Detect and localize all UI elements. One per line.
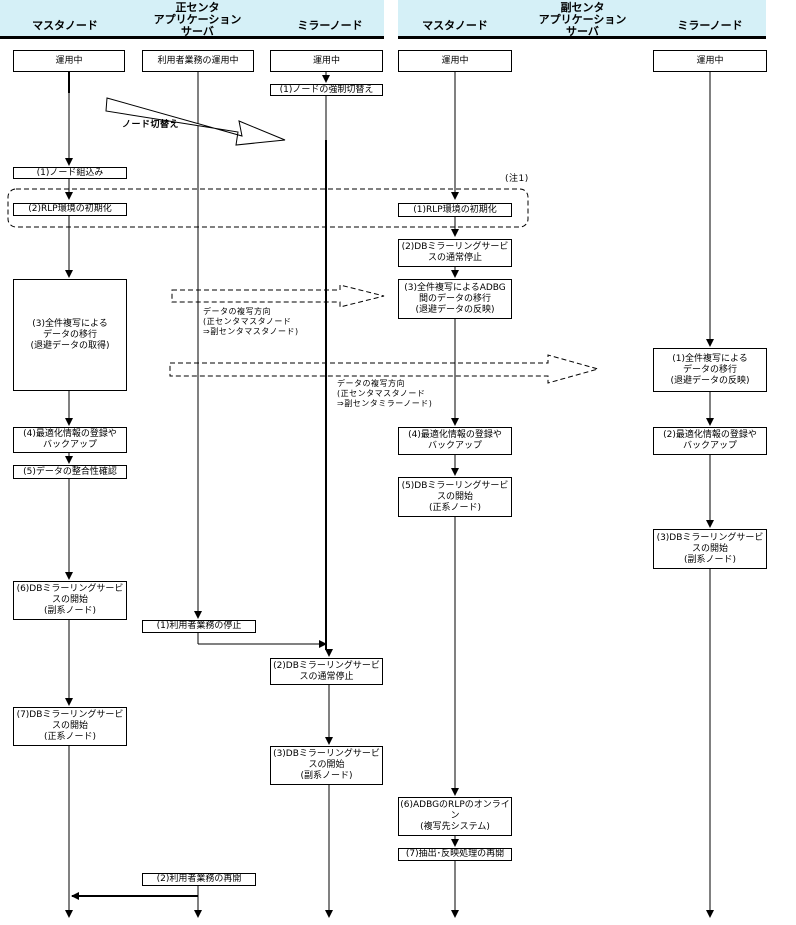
sub-master-extract-resume-box: (7)抽出･反映処理の再開: [398, 848, 512, 861]
main-master-node-add-box: (1)ノード組込み: [13, 167, 127, 179]
main-mirror-running-box: 運用中: [270, 50, 383, 72]
main-app-stop-box: (1)利用者業務の停止: [142, 620, 256, 633]
header-sub-center: 副センタ: [560, 1, 605, 14]
main-app-resume-box: (2)利用者業務の再開: [142, 873, 256, 886]
node-switch-label: ノード切替え: [122, 120, 180, 130]
header-main-app: アプリケーション サーバ: [153, 13, 242, 38]
sub-mirror-optimize-box: (2)最適化情報の登録や バックアップ: [653, 427, 767, 455]
header-main-master: マスタノード: [32, 19, 98, 32]
header-sub-mirror: ミラーノード: [677, 19, 743, 32]
header-rule-main: [0, 36, 384, 39]
sub-master-running-box: 運用中: [398, 50, 512, 72]
header-main-mirror: ミラーノード: [297, 19, 363, 32]
main-master-full-copy-box: (3)全件複写による データの移行 (退避データの取得): [13, 279, 127, 391]
header-sub-master: マスタノード: [422, 19, 488, 32]
sub-mirror-full-copy-box: (1)全件複写による データの移行 (退避データの反映): [653, 348, 767, 392]
sub-master-rlp-init-box: (1)RLP環境の初期化: [398, 203, 512, 217]
header-band-sub: [398, 0, 766, 36]
main-app-business-running-box: 利用者業務の運用中: [142, 50, 254, 72]
main-master-running-box: 運用中: [13, 50, 125, 72]
note-1-label: (注1): [505, 174, 529, 184]
main-mirror-db-stop-box: (2)DBミラーリングサービ スの通常停止: [270, 658, 383, 685]
main-master-consistency-box: (5)データの整合性確認: [13, 465, 127, 479]
main-master-rlp-init-box: (2)RLP環境の初期化: [13, 203, 127, 216]
sub-master-db-start-box: (5)DBミラーリングサービ スの開始 (正系ノード): [398, 477, 512, 517]
copy-direction-label-2: データの複写方向 (正センタマスタノード ⇒副センタミラーノード): [337, 379, 433, 408]
header-band-main: [0, 0, 384, 36]
sub-mirror-db-start-box: (3)DBミラーリングサービ スの開始 (副系ノード): [653, 529, 767, 569]
main-master-optimize-box: (4)最適化情報の登録や バックアップ: [13, 427, 127, 453]
sub-master-adbg-copy-box: (3)全件複写によるADBG 間のデータの移行 (退避データの反映): [398, 279, 512, 319]
header-main-center: 正センタ: [175, 1, 220, 14]
main-mirror-force-switch-box: (1)ノードの強制切替え: [270, 84, 383, 96]
sub-master-optimize-box: (4)最適化情報の登録や バックアップ: [398, 427, 512, 455]
sub-mirror-running-box: 運用中: [653, 50, 767, 72]
main-master-db-start-sub-box: (6)DBミラーリングサービ スの開始 (副系ノード): [13, 581, 127, 620]
main-master-db-start-main-box: (7)DBミラーリングサービ スの開始 (正系ノード): [13, 707, 127, 746]
sub-master-adbg-online-box: (6)ADBGのRLPのオンライ ン (複写先システム): [398, 797, 512, 836]
sub-master-db-stop-box: (2)DBミラーリングサービ スの通常停止: [398, 239, 512, 267]
header-sub-app: アプリケーション サーバ: [538, 13, 627, 38]
header-rule-sub: [398, 36, 766, 39]
copy-direction-label-1: データの複写方向 (正センタマスタノード ⇒副センタマスタノード): [203, 307, 299, 336]
main-mirror-db-start-box: (3)DBミラーリングサービ スの開始 (副系ノード): [270, 746, 383, 785]
